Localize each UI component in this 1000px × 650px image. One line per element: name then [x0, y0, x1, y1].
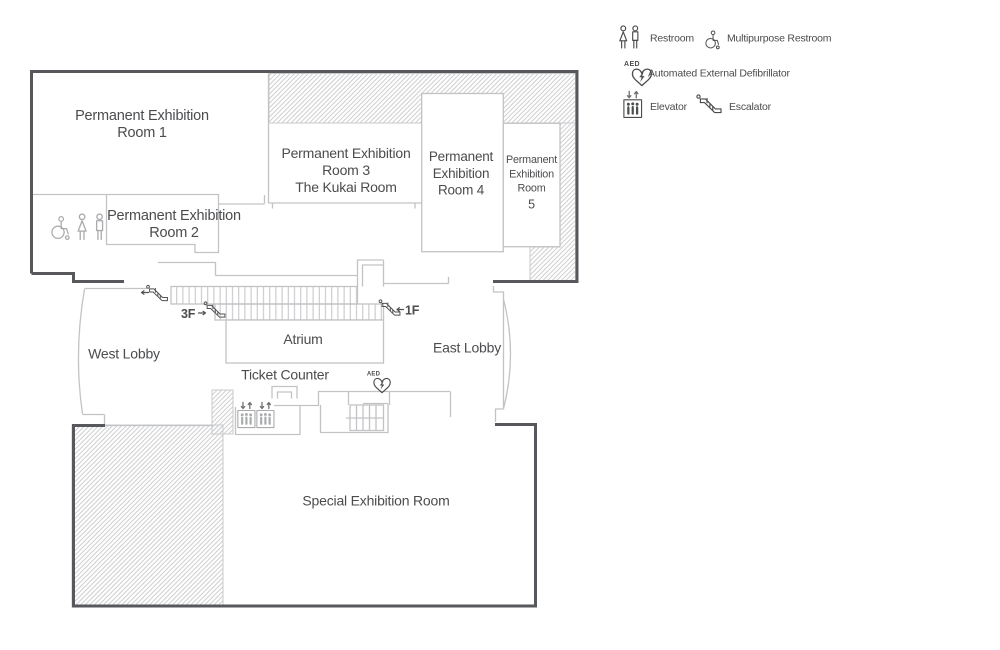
south-stairs-outline — [319, 402, 389, 434]
woman-icon — [77, 213, 87, 241]
room2-label: Permanent Exhibition Room 2 — [107, 208, 241, 241]
legend-escalator-label: Escalator — [729, 101, 772, 113]
restroom-area-icons — [51, 213, 104, 241]
special-room-label: Special Exhibition Room — [302, 493, 449, 509]
svg-text:Exhibition: Exhibition — [433, 166, 490, 181]
arrow-left-icon — [396, 307, 405, 312]
room3-bottom-wall — [268, 202, 422, 209]
room3-label: Permanent Exhibition Room 3 The Kukai Ro… — [281, 145, 410, 195]
aed-text: AED — [624, 61, 640, 68]
room1-label: Permanent Exhibition Room 1 — [75, 108, 209, 141]
elevator-enclosure — [234, 405, 301, 436]
west-lobby-wall — [77, 287, 212, 427]
arrow-right-icon — [197, 310, 207, 316]
east-corridor-line — [383, 277, 450, 285]
room1-bottom-wall — [33, 193, 266, 205]
corridor-line — [158, 261, 217, 276]
escalator-icon — [146, 284, 168, 302]
svg-text:Permanent Exhibition: Permanent Exhibition — [75, 108, 209, 124]
east-lobby-label: East Lobby — [433, 340, 501, 356]
legend-aed-label: Automated External Defibrillator — [648, 68, 791, 80]
room4-label: Permanent Exhibition Room 4 — [429, 149, 494, 198]
man-icon — [95, 213, 104, 241]
woman-icon — [619, 25, 628, 49]
floor-down-label: 1F — [405, 304, 420, 318]
svg-text:Room 3: Room 3 — [322, 162, 370, 178]
svg-text:Exhibition: Exhibition — [509, 169, 554, 181]
escalator-markers: 3F 1F — [140, 284, 420, 321]
svg-text:Permanent: Permanent — [429, 149, 494, 164]
west-lobby-label: West Lobby — [88, 346, 160, 362]
svg-text:Permanent: Permanent — [506, 154, 557, 166]
svg-text:Room 2: Room 2 — [149, 225, 199, 241]
atrium-label: Atrium — [283, 331, 322, 347]
room2-walls — [105, 195, 220, 254]
floor-plan: 3F 1F AED Permanent Exhibition Room 1 — [30, 70, 579, 608]
escalator-tread-band-lower — [214, 303, 385, 321]
hatched-areas — [71, 73, 576, 608]
wheelchair-icon — [51, 216, 70, 241]
stair-landing-switchback — [356, 259, 385, 287]
east-lobby-wall — [492, 286, 512, 422]
ticket-area-line — [274, 390, 452, 417]
aed-text: AED — [367, 372, 381, 378]
upper-block-wall-step — [31, 272, 124, 283]
floor-up-label: 3F — [181, 307, 196, 321]
wheelchair-icon — [705, 30, 720, 50]
legend-elevator: Elevator — [623, 90, 688, 119]
legend-restroom-label: Restroom — [650, 33, 694, 45]
escalator-icon — [696, 94, 722, 114]
aed-heart-icon — [373, 377, 391, 394]
legend-aed: AED Automated External Defibrillator — [624, 61, 791, 87]
south-stairs-landing — [347, 391, 391, 405]
svg-text:Room: Room — [517, 183, 545, 195]
atrium-outline — [225, 319, 385, 364]
elevator-icon — [256, 401, 275, 429]
legend-multipurpose-label: Multipurpose Restroom — [727, 33, 832, 45]
svg-text:Room 4: Room 4 — [438, 183, 485, 198]
partition-lines — [33, 73, 561, 436]
elevator-icon — [623, 90, 643, 119]
elevator-icon — [237, 401, 256, 429]
outer-walls — [30, 70, 579, 608]
hatched-area-southwest — [71, 424, 224, 608]
room5-label: Permanent Exhibition Room 5 — [506, 154, 557, 212]
svg-text:Permanent Exhibition: Permanent Exhibition — [281, 145, 410, 161]
lower-block-wall — [72, 423, 537, 608]
legend-restroom: Restroom — [619, 25, 695, 49]
svg-text:Room 1: Room 1 — [117, 125, 167, 141]
upper-block-wall — [30, 70, 579, 283]
escalator-tread-band-upper — [170, 285, 359, 305]
escalator-stairs — [170, 259, 385, 364]
ticket-counter-label: Ticket Counter — [241, 367, 329, 383]
hatched-area-elevator-notch — [211, 389, 234, 435]
ticket-counter-desk — [271, 385, 298, 399]
room4-outline — [421, 92, 504, 253]
legend: Restroom Multipurpose Restroom AED Autom… — [619, 25, 832, 119]
legend-elevator-label: Elevator — [650, 101, 688, 113]
room5-outline — [502, 122, 561, 248]
plan-labels: Permanent Exhibition Room 1 Permanent Ex… — [75, 108, 557, 509]
svg-text:5: 5 — [528, 198, 535, 212]
south-stairs-grid — [346, 404, 385, 432]
plan-icons: 3F 1F AED — [51, 213, 420, 429]
plan-elevators — [237, 401, 275, 429]
arrow-left-icon — [140, 290, 150, 295]
legend-escalator: Escalator — [696, 94, 772, 114]
plan-aed: AED — [367, 372, 391, 394]
man-icon — [632, 25, 639, 49]
svg-text:The Kukai Room: The Kukai Room — [295, 179, 396, 195]
svg-text:Permanent Exhibition: Permanent Exhibition — [107, 208, 241, 224]
legend-multipurpose-restroom: Multipurpose Restroom — [705, 30, 832, 50]
